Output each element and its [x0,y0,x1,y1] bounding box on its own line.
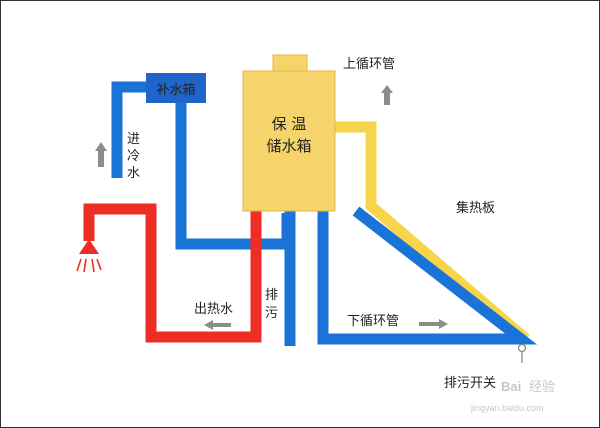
hot-outlet-label: 出热水 [194,302,233,317]
collector-label: 集热板 [456,200,495,216]
cold-water-pipes [111,81,538,346]
cold-inlet-label-2: 冷 [127,149,140,164]
watermark: Bai 经验 jingyan.baidu.com [470,379,555,413]
watermark-text: 经验 [529,379,555,395]
drain-label-1: 排 [265,288,278,303]
storage-tank: 保 温 储水箱 [242,54,336,212]
drain-switch-label: 排污开关 [444,376,496,391]
makeup-tank-label: 补水箱 [156,82,195,98]
cold-inlet-label-1: 进 [127,132,140,147]
watermark-url: jingyan.baidu.com [470,403,544,413]
valve-icon [517,343,527,363]
cold-inlet-pipe [111,81,149,178]
cold-inlet-label-3: 水 [127,166,140,181]
hot-water-pipe [83,203,262,343]
storage-tank-label-line1: 保 温 [272,115,307,133]
upper-loop-pipe [332,121,530,344]
flow-arrow-icon [95,85,448,330]
upper-loop-label: 上循环管 [343,57,395,72]
storage-tank-label-line2: 储水箱 [266,137,311,155]
lower-loop-label: 下循环管 [347,314,399,329]
lower-loop-pipe [317,206,538,345]
drain-label-2: 污 [265,306,278,321]
watermark-brand: Bai [501,379,521,394]
makeup-tank: 补水箱 [146,73,206,103]
shower-head-icon [76,239,102,273]
